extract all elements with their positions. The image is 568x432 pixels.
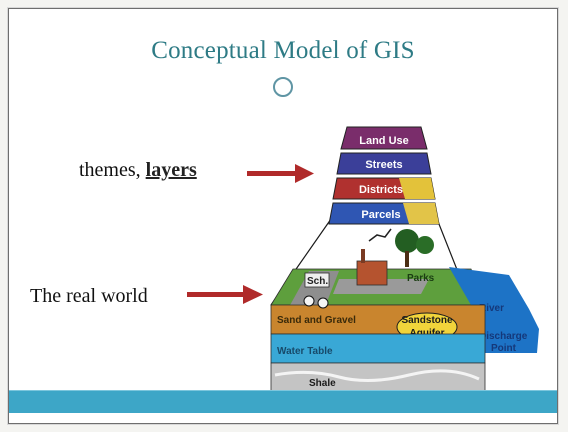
- layer-parcels-fill: [403, 203, 439, 224]
- gis-diagram: Land Use Streets Districts Parcels River…: [187, 126, 539, 393]
- river-label: River: [479, 303, 504, 314]
- layers-label: layers: [145, 159, 197, 181]
- point-label: Point: [491, 343, 517, 354]
- layer-land-use-label: Land Use: [359, 135, 409, 147]
- water-table-label: Water Table: [277, 346, 333, 357]
- circle-bullet-icon: [273, 77, 293, 97]
- car-icon: [303, 295, 315, 307]
- themes-layers-label: themes, layers: [79, 159, 197, 182]
- layer-districts-fill: [399, 178, 435, 199]
- arrow-to-layers-icon: [247, 164, 314, 183]
- real-world-block: River Discharge Point Sand and Gravel Sa…: [270, 228, 539, 393]
- parks-label: Parks: [407, 273, 435, 284]
- layer-districts-label: Districts: [359, 184, 403, 196]
- shale-label: Shale: [309, 378, 336, 389]
- slide-title: Conceptual Model of GIS: [151, 37, 415, 64]
- factory-icon: [356, 260, 388, 286]
- slide: Conceptual Model of GIS themes, layers T…: [8, 8, 558, 424]
- bird-icon: [368, 228, 392, 242]
- arrow-to-world-icon: [187, 285, 263, 304]
- aquifer-label-2: Aquifer: [410, 328, 445, 339]
- tree-icon: [395, 229, 419, 253]
- layer-streets: [336, 152, 432, 175]
- sand-gravel-label: Sand and Gravel: [277, 315, 356, 326]
- layer-streets-label: Streets: [365, 159, 402, 171]
- school-icon: [304, 272, 330, 288]
- real-world-label: The real world: [30, 285, 148, 307]
- aquifer-label-1: Sandstone: [401, 315, 453, 326]
- school-label: Sch.: [307, 276, 328, 287]
- discharge-label: Discharge: [479, 331, 528, 342]
- layer-stack: Land Use Streets Districts Parcels: [328, 126, 440, 225]
- themes-label: themes,: [79, 159, 141, 181]
- footer-bar: [9, 390, 557, 413]
- layer-land-use: [340, 126, 428, 150]
- layer-parcels-label: Parcels: [361, 209, 400, 221]
